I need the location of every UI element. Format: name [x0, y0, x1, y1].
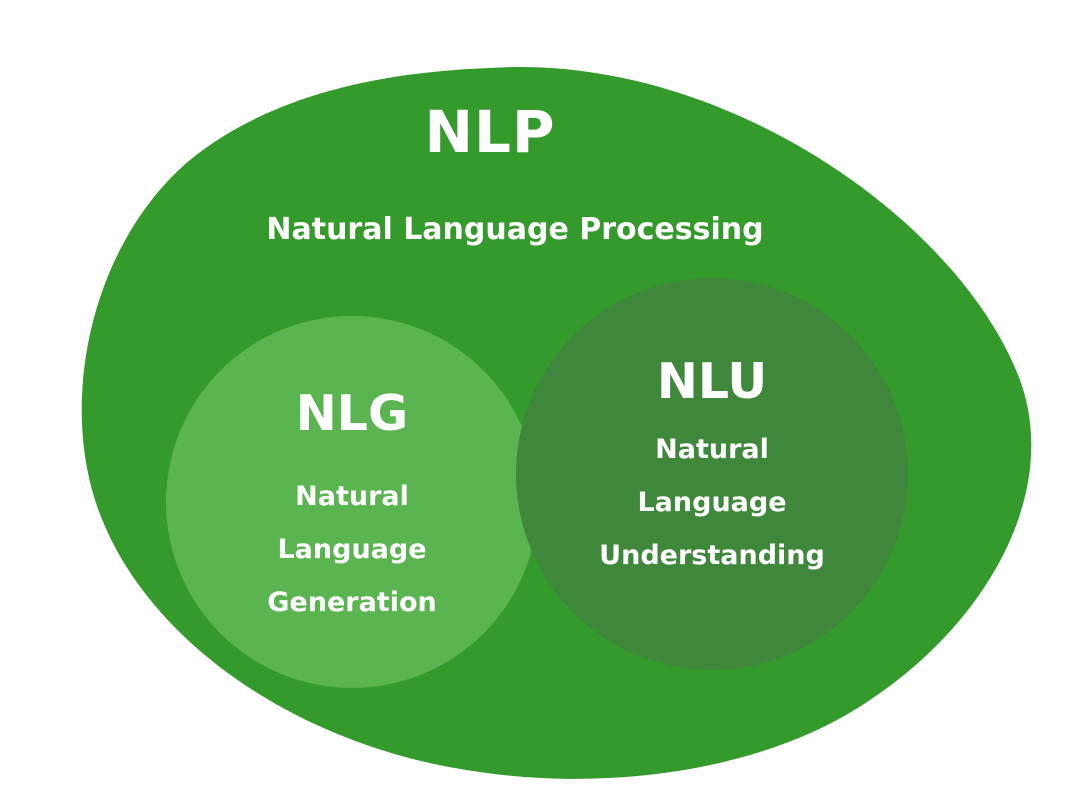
nlg-line-2: Language [277, 534, 427, 565]
nlu-line-3: Understanding [599, 540, 825, 571]
nlp-subtitle: Natural Language Processing [266, 212, 764, 247]
nlu-line-2: Language [637, 487, 787, 518]
nlg-line-3: Generation [267, 587, 437, 618]
nlu-title: NLU [656, 353, 768, 410]
nlu-description: Natural Language Understanding [562, 423, 862, 582]
nlg-circle [166, 316, 538, 688]
nlg-title: NLG [295, 385, 409, 442]
nlg-line-1: Natural [295, 481, 409, 512]
nlp-title: NLP [424, 98, 556, 166]
nlu-circle [516, 278, 908, 670]
nlu-line-1: Natural [655, 434, 769, 465]
nlg-description: Natural Language Generation [202, 470, 502, 629]
